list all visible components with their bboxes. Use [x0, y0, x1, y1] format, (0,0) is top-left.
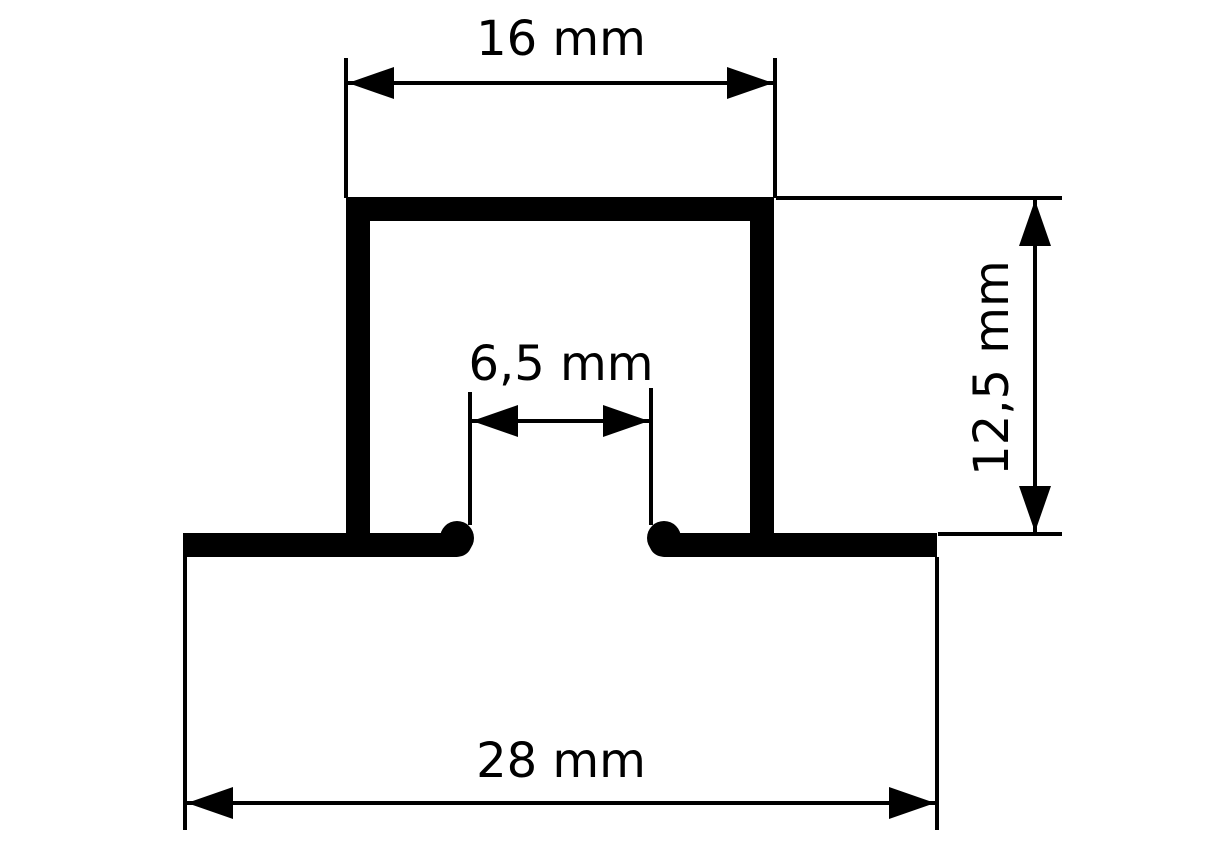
top-width-label: 16 mm	[476, 11, 646, 67]
extension-lines	[183, 58, 1062, 830]
dimension-lines	[187, 67, 1051, 819]
profile-box	[346, 197, 774, 535]
slot-lips	[440, 521, 681, 557]
slot-width-label: 6,5 mm	[468, 336, 653, 392]
bottom-width-label: 28 mm	[476, 733, 646, 789]
height-label: 12,5 mm	[964, 260, 1020, 476]
profile-outline	[183, 197, 937, 557]
